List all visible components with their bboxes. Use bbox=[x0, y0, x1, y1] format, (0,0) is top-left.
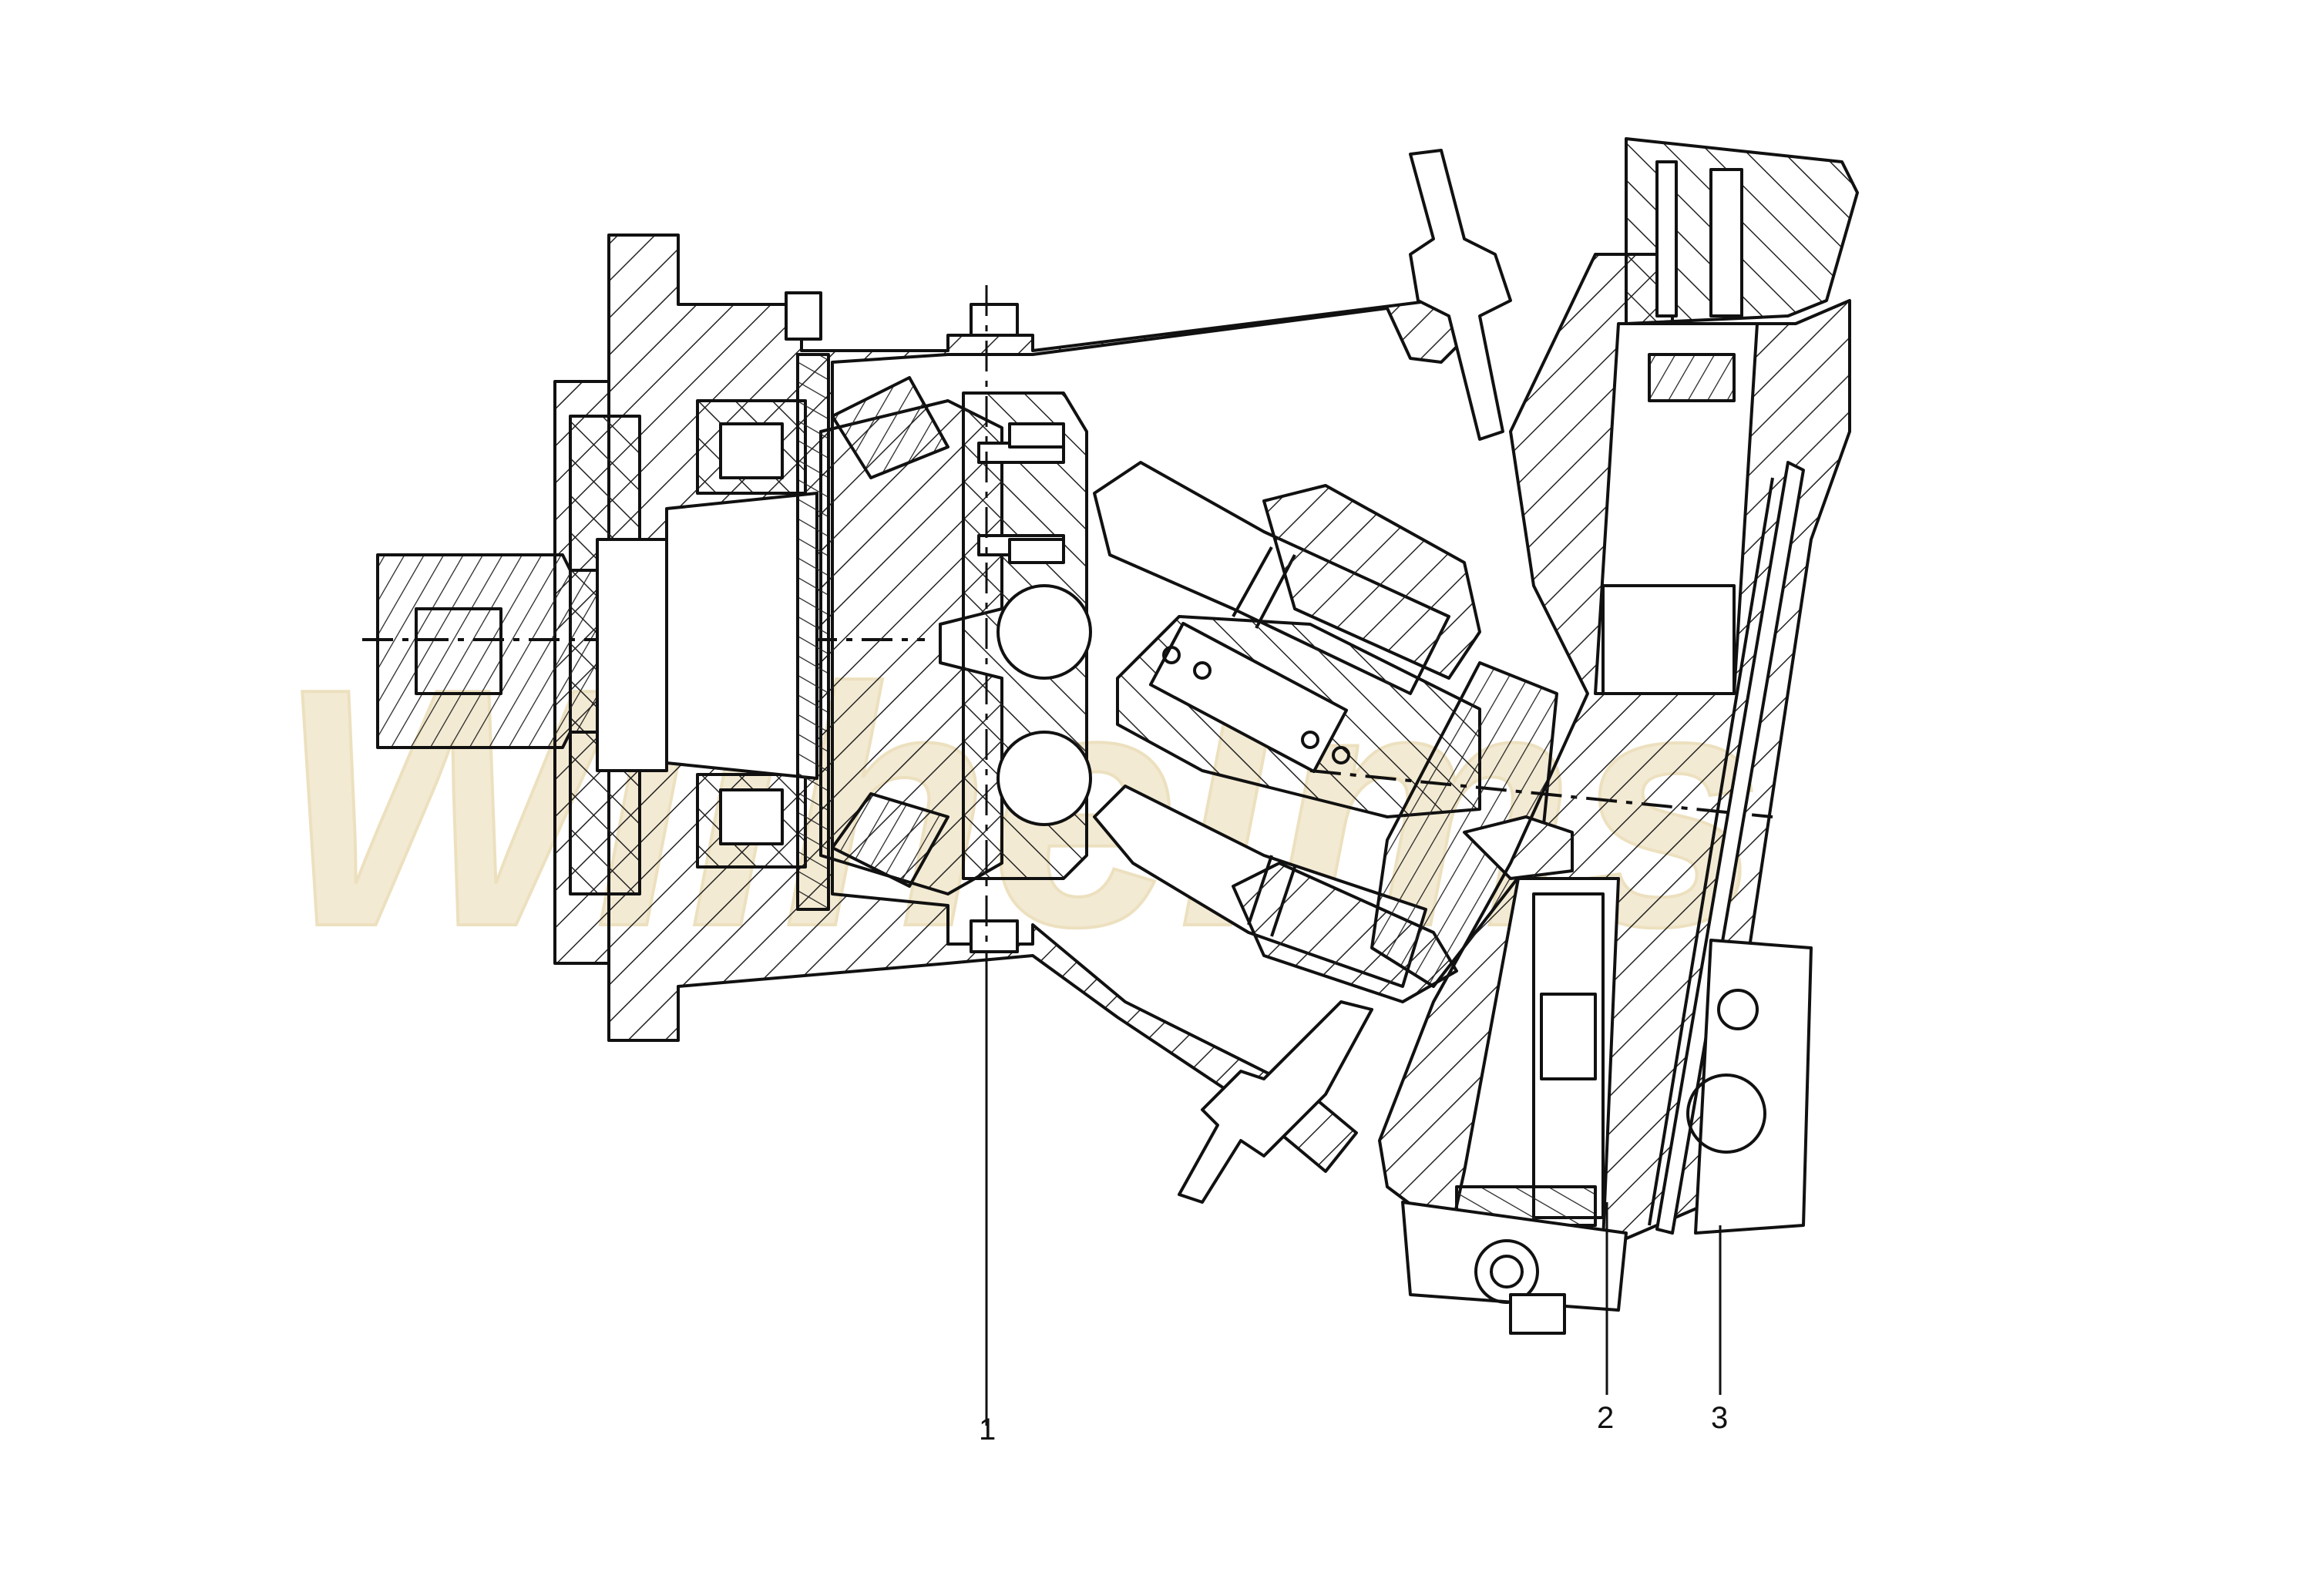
bottom-port bbox=[1474, 1239, 1539, 1304]
drive-shaft bbox=[376, 553, 603, 749]
shaft-keyway bbox=[415, 607, 502, 695]
lower-stud bbox=[1178, 1000, 1373, 1204]
bottom-block bbox=[1401, 1201, 1628, 1312]
taper-bearing-upper bbox=[831, 376, 949, 479]
shaft-hub bbox=[596, 538, 668, 772]
ball-joint-upper bbox=[996, 584, 1092, 680]
connection-port-upper bbox=[1717, 989, 1759, 1030]
callout-label-2: 2 bbox=[1597, 1401, 1615, 1435]
callout-leaders bbox=[985, 956, 1722, 1403]
taper-bearing-lower bbox=[831, 792, 949, 888]
callout-label-3: 3 bbox=[1711, 1401, 1729, 1435]
vent-bolt-lower bbox=[970, 919, 1019, 953]
ball-joint-lower bbox=[996, 731, 1092, 826]
connection-port-main bbox=[1686, 1074, 1766, 1154]
cylinder-block-upper bbox=[1262, 484, 1481, 680]
callout-label-1: 1 bbox=[979, 1413, 996, 1446]
upper-stud bbox=[1409, 149, 1512, 441]
vent-bolt-upper bbox=[970, 303, 1019, 337]
shaft-body bbox=[665, 492, 818, 780]
